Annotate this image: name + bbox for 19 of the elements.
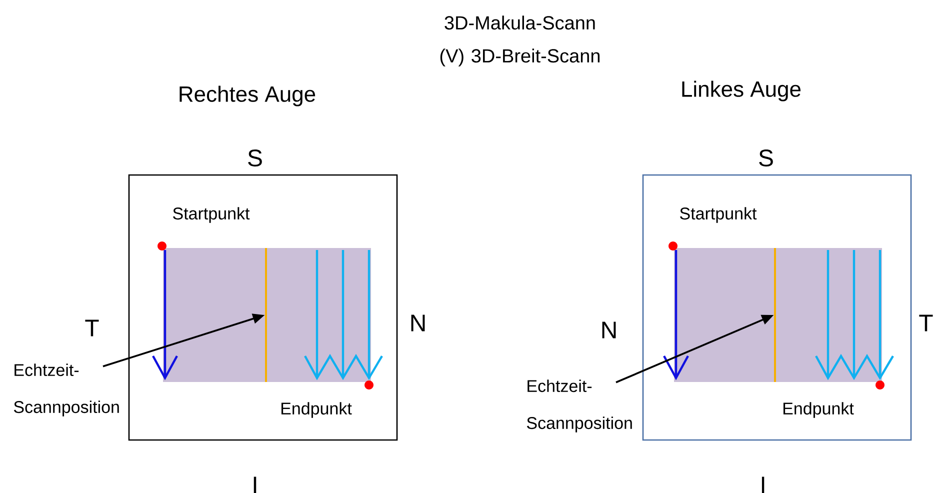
- start-label: Startpunkt: [680, 207, 757, 223]
- title: 3D-Makula-Scann (V) 3D-Breit-Scann: [440, 16, 600, 66]
- scan-position-line: [774, 248, 776, 382]
- end-label: Endpunkt: [783, 402, 854, 418]
- direction-letter: S: [248, 150, 262, 166]
- direction-letter: N: [602, 322, 616, 338]
- direction-letter: S: [759, 150, 773, 166]
- direction-letter: N: [411, 314, 425, 332]
- direction-letter: I: [254, 476, 256, 493]
- direction-letter: T: [919, 314, 933, 332]
- scan-position-line: [265, 248, 267, 382]
- eye-label: Linkes Auge: [682, 80, 801, 102]
- eye-label: Rechtes Auge: [180, 86, 316, 106]
- callout-label: Echtzeit- Scannposition: [14, 364, 119, 416]
- callout-label: Echtzeit- Scannposition: [526, 380, 632, 432]
- end-label: Endpunkt: [281, 402, 352, 418]
- direction-letter: I: [762, 476, 764, 493]
- start-label: Startpunkt: [173, 207, 250, 223]
- direction-letter: T: [85, 320, 99, 336]
